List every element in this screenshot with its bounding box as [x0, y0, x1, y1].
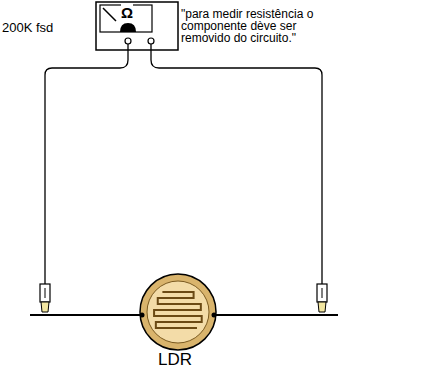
ldr-body — [140, 274, 216, 350]
needle-pivot — [120, 23, 136, 32]
meter-face — [100, 5, 152, 32]
ldr-window — [147, 281, 209, 343]
note-text: "para medir resistência o componente dèv… — [181, 8, 323, 44]
terminal — [125, 38, 131, 44]
meter-needle — [103, 8, 116, 21]
range-label: 200K fsd — [2, 20, 53, 35]
photoresistive-track — [154, 292, 202, 328]
lead-joint — [140, 313, 145, 318]
component-name: LDR — [158, 350, 192, 370]
lead-joint — [212, 313, 217, 318]
meter-housing — [96, 2, 178, 50]
terminal — [148, 38, 154, 44]
probe-clip — [317, 284, 327, 312]
test-lead — [151, 44, 322, 284]
ohm-symbol: Ω — [121, 4, 133, 21]
probe-clip — [40, 284, 50, 312]
test-lead — [45, 44, 128, 284]
